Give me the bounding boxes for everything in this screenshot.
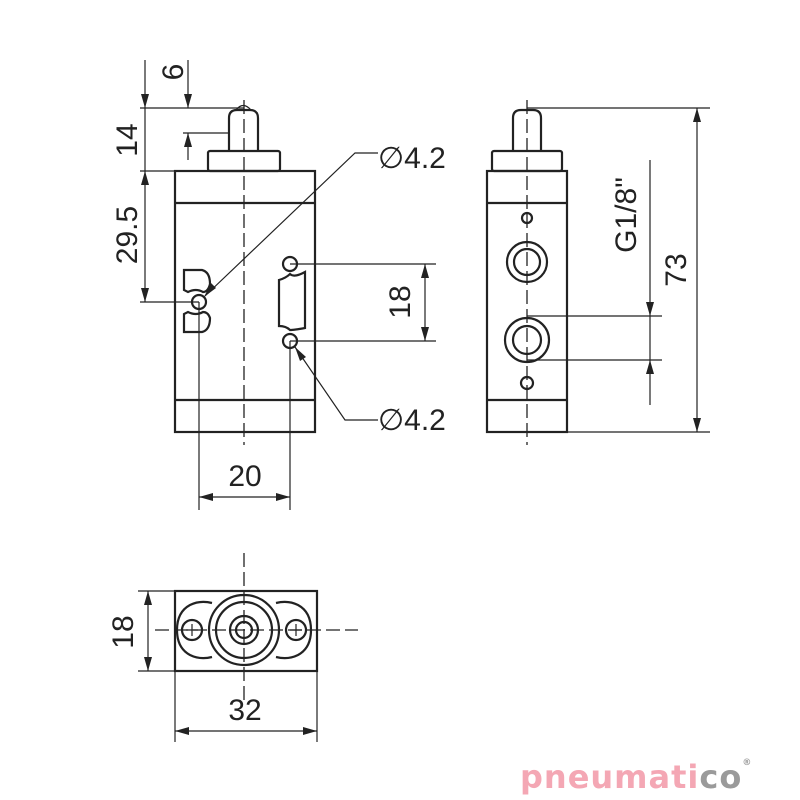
pneumatico-logo: pneumatico® (520, 758, 752, 796)
dim-hole-horizontal: 20 (228, 460, 261, 493)
dim-total-height: 73 (660, 253, 693, 286)
logo-text-accent: co (699, 758, 743, 796)
registered-mark: ® (742, 758, 753, 768)
front-dimensions: 6 14 29.5 ∅4.2 ∅4.2 18 20 (111, 60, 446, 501)
dim-hole-dia-bottom: ∅4.2 (378, 404, 446, 437)
dim-hole-spacing: 18 (384, 285, 417, 318)
dim-port-thread: G1/8" (610, 177, 643, 253)
dim-plunger-travel: 6 (157, 64, 190, 81)
side-view (485, 100, 569, 445)
dim-width: 32 (228, 694, 261, 727)
logo-text-main: pneumati (520, 758, 700, 796)
front-view (173, 100, 317, 510)
dim-hole-dia-top: ∅4.2 (378, 142, 446, 175)
side-dimensions: 73 G1/8" (527, 107, 710, 433)
dim-plunger-height: 14 (111, 123, 144, 156)
bottom-dimensions: 18 32 (107, 590, 318, 742)
bottom-view (155, 553, 358, 700)
dim-depth: 18 (107, 615, 140, 648)
dim-hole-offset: 29.5 (111, 206, 144, 264)
